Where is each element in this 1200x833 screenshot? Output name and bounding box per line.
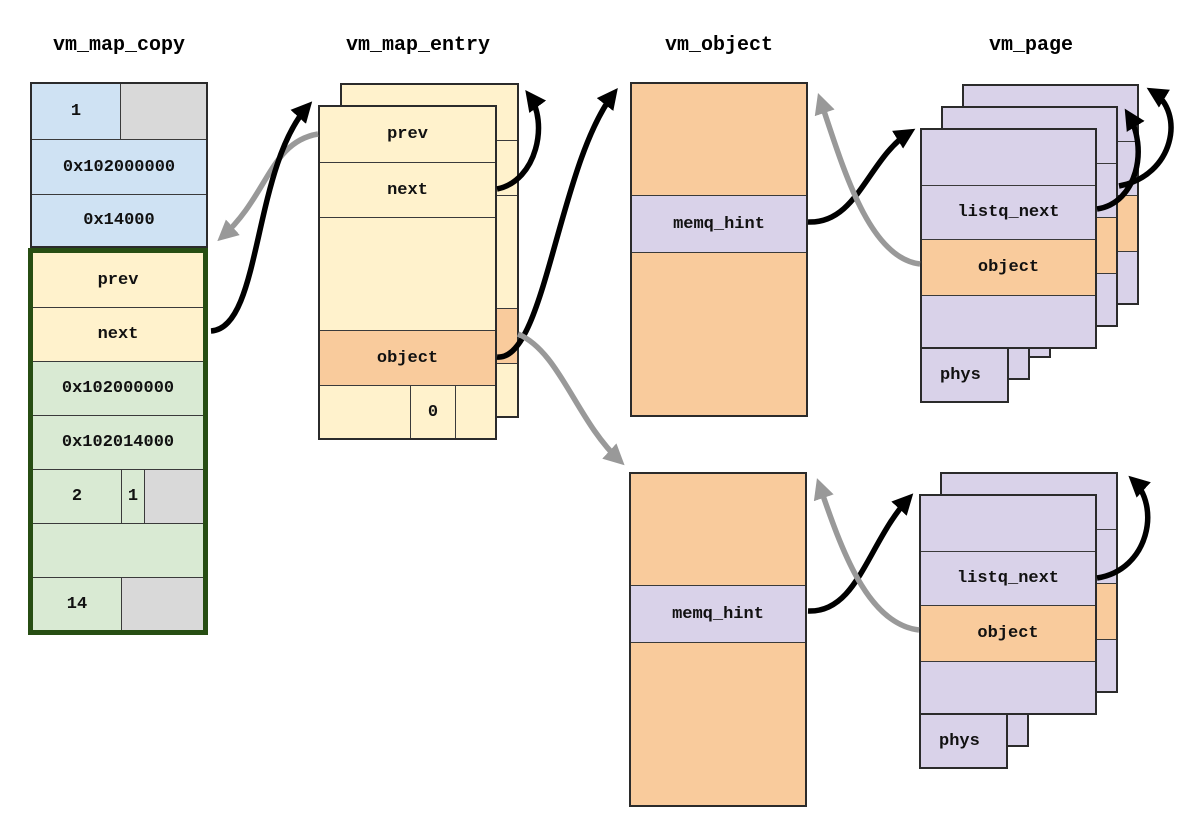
arrow-copy-next-to-entry	[210, 101, 313, 334]
entry-bottom-cell-1	[320, 386, 410, 438]
title-vm-page: vm_page	[988, 34, 1073, 57]
page-object-cell: object	[921, 605, 1095, 661]
copy-offset-cell: 0x102000000	[32, 139, 206, 194]
copy-entry-val-c-cell: 14	[33, 578, 121, 630]
title-vm-object: vm_object	[664, 34, 774, 57]
object-top-section-2	[632, 252, 806, 415]
vm-object-bottom-box: memq_hint	[629, 472, 807, 807]
copy-unused-cell	[120, 84, 206, 139]
copy-entry-val-b-cell: 1	[121, 470, 144, 523]
copy-entry-next-cell: next	[33, 307, 203, 361]
copy-entry-unused-cell-2	[121, 578, 203, 630]
copy-entry-val-a-cell: 2	[33, 470, 121, 523]
page-phys-cell: phys	[920, 347, 1009, 403]
object-top-memq-hint-cell: memq_hint	[632, 195, 806, 252]
arrow-memq-hint-bottom-to-page	[807, 493, 914, 614]
vm-page-top-card-1: listq_next object	[920, 128, 1097, 349]
copy-embedded-entry-box: prev next 0x102000000 0x102014000 2 1 14	[28, 248, 208, 635]
page-row-empty	[922, 130, 1095, 185]
arrow-entry-prev-to-copy	[217, 131, 319, 242]
title-vm-map-entry: vm_map_entry	[345, 34, 491, 57]
entry-empty-cell	[320, 217, 495, 330]
copy-entry-prev-cell: prev	[33, 253, 203, 307]
entry-next-cell: next	[320, 162, 495, 217]
entry-zero-cell: 0	[410, 386, 455, 438]
arrow-back-entry-object-to-vm-object-bottom	[516, 331, 625, 466]
arrow-page-object-to-vm-object-bottom	[813, 478, 920, 633]
vm-object-top-box: memq_hint	[630, 82, 808, 417]
copy-type-cell: 1	[32, 84, 120, 139]
object-top-section-1	[632, 84, 806, 195]
copy-entry-end-cell: 0x102014000	[33, 415, 203, 469]
page-row-empty	[922, 295, 1095, 347]
title-vm-map-copy: vm_map_copy	[52, 34, 186, 57]
copy-size-cell: 0x14000	[32, 194, 206, 246]
copy-entry-unused-cell	[144, 470, 203, 523]
vm-map-entry-card-front: prev next object 0	[318, 105, 497, 440]
entry-prev-cell: prev	[320, 107, 495, 162]
object-bottom-section-1	[631, 474, 805, 585]
page-listq-next-cell: listq_next	[921, 551, 1095, 605]
object-bottom-section-2	[631, 642, 805, 805]
copy-entry-empty-cell	[33, 523, 203, 577]
entry-bottom-cell-3	[455, 386, 495, 438]
page-row-empty	[921, 496, 1095, 551]
copy-entry-start-cell: 0x102000000	[33, 361, 203, 415]
page-phys-cell: phys	[919, 713, 1008, 769]
vm-map-copy-box: 1 0x102000000 0x14000	[30, 82, 208, 248]
vm-page-bottom-card-1: listq_next object	[919, 494, 1097, 715]
object-bottom-memq-hint-cell: memq_hint	[631, 585, 805, 642]
page-row-empty	[921, 661, 1095, 713]
page-listq-next-cell: listq_next	[922, 185, 1095, 239]
arrow-page-object-to-vm-object-top	[814, 93, 921, 267]
page-object-cell: object	[922, 239, 1095, 295]
entry-object-cell: object	[320, 330, 495, 385]
arrow-memq-hint-top-to-page	[807, 128, 916, 225]
